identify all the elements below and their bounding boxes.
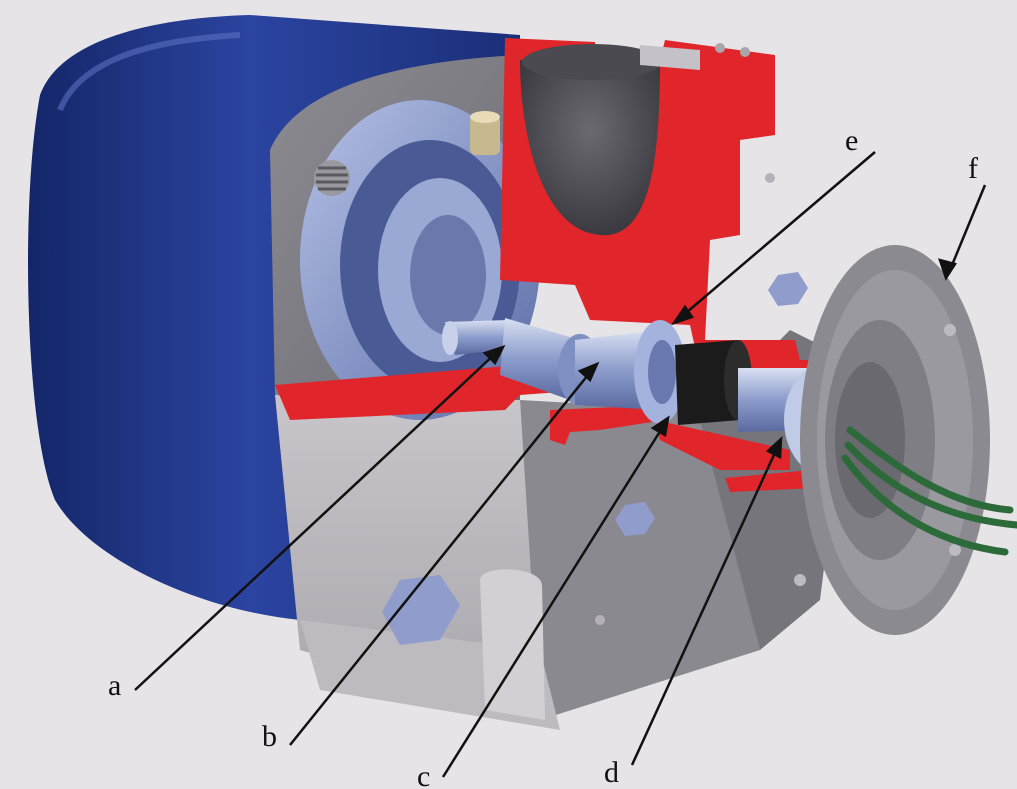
leader-b <box>289 369 593 746</box>
section-cut-lower <box>275 365 815 492</box>
flange <box>794 245 990 635</box>
bearing-seal-assembly <box>634 320 810 432</box>
arrowhead-e <box>670 304 694 326</box>
arrowhead-c <box>650 415 670 437</box>
arrowhead-a <box>482 344 506 366</box>
section-cut-upper <box>500 38 890 375</box>
leader-f <box>948 184 987 271</box>
arrowhead-f <box>938 258 957 281</box>
leader-e <box>679 151 876 319</box>
label-f: f <box>968 152 978 185</box>
arrowhead-b <box>577 361 600 383</box>
label-e: e <box>845 124 858 157</box>
leader-lines <box>134 151 987 778</box>
label-b: b <box>262 720 277 753</box>
sensor-wires <box>841 426 1017 556</box>
label-d: d <box>604 756 619 789</box>
label-c: c <box>417 760 430 789</box>
leader-a <box>134 351 498 691</box>
leader-c <box>441 424 666 778</box>
threaded-plug <box>314 160 350 196</box>
arrowhead-d <box>765 435 783 459</box>
leader-d <box>630 445 780 766</box>
label-a: a <box>108 669 121 702</box>
rotor-bolt <box>470 111 500 155</box>
hex-bolts <box>382 173 808 645</box>
